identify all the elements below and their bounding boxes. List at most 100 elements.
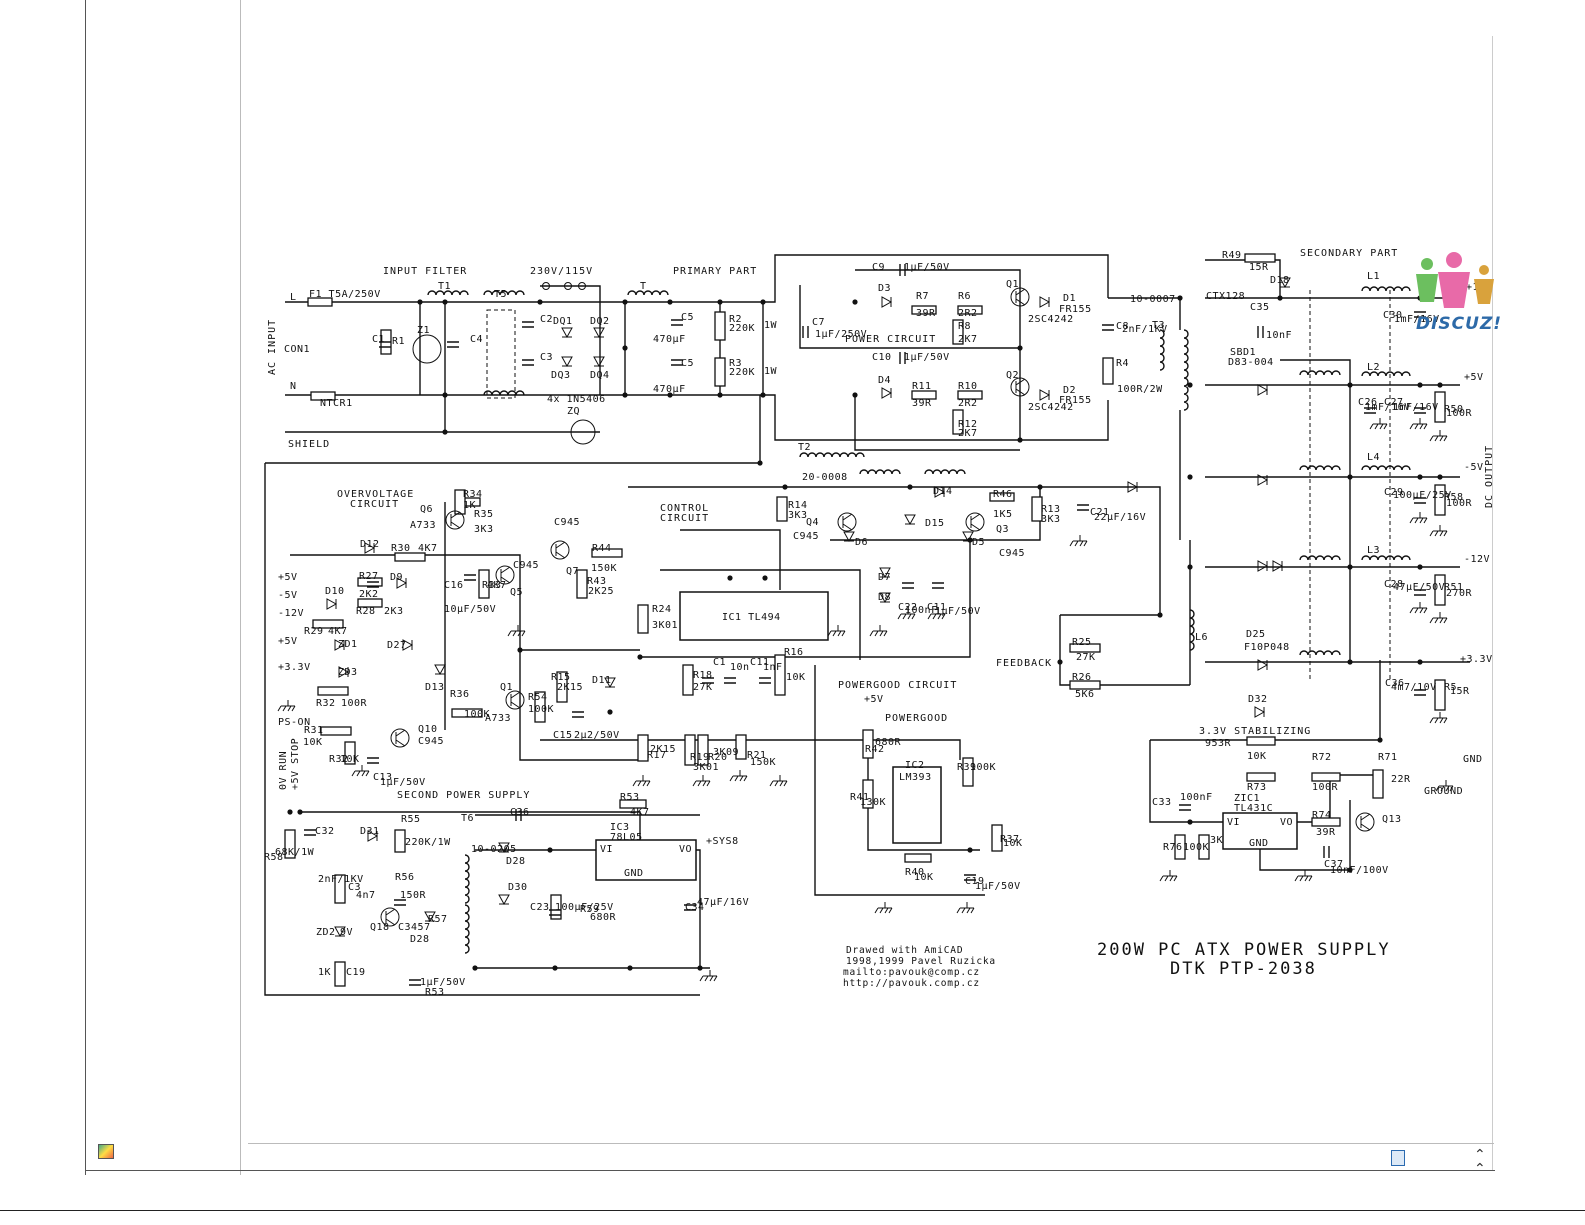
component-label: Q7 bbox=[566, 566, 579, 577]
ntc-thermistor bbox=[310, 391, 336, 401]
diode bbox=[338, 666, 350, 678]
resistor bbox=[534, 691, 546, 723]
component-label: SBD1 bbox=[1230, 347, 1256, 358]
ground-symbol bbox=[769, 775, 788, 787]
component-label: D15 bbox=[925, 518, 945, 529]
component-label: 150R bbox=[400, 890, 427, 901]
component-label: 220K/1W bbox=[405, 837, 451, 848]
wire bbox=[285, 254, 1109, 303]
spark-gap-zq bbox=[570, 419, 596, 445]
resistor bbox=[591, 548, 623, 558]
resistor bbox=[862, 779, 874, 809]
component-label: R15 bbox=[551, 672, 571, 683]
component-label: C36 bbox=[510, 807, 530, 818]
watermark-figure-orange-body bbox=[1474, 279, 1494, 304]
transistor bbox=[1010, 377, 1030, 397]
ac-input-label: AC INPUT bbox=[267, 319, 278, 375]
component-label: C3 bbox=[540, 352, 553, 363]
component-label: 2SC4242 bbox=[1028, 402, 1074, 413]
component-label: C945 bbox=[418, 736, 444, 747]
component-label: ZD3 bbox=[338, 667, 358, 678]
rail-ps-on: PS-ON bbox=[278, 717, 311, 728]
component-label: R7 bbox=[916, 291, 929, 302]
component-label: 100K bbox=[970, 762, 996, 773]
component-label: 10nF/100V bbox=[1330, 865, 1389, 876]
component-label: 130K bbox=[860, 797, 886, 808]
component-label: C29 bbox=[1384, 487, 1404, 498]
diode bbox=[934, 486, 946, 498]
inductor bbox=[483, 390, 525, 396]
inductor bbox=[1183, 329, 1189, 411]
component-label: T2 bbox=[798, 442, 811, 453]
junction-dot bbox=[852, 299, 858, 305]
transistor-body bbox=[970, 513, 981, 531]
junction-dot bbox=[1417, 474, 1423, 480]
component-label: DQ2 bbox=[590, 316, 610, 327]
component-label: 1µF/50V bbox=[975, 881, 1021, 892]
component-label: C13 bbox=[373, 772, 393, 783]
junction-dot bbox=[442, 299, 448, 305]
component-label: 1µF/250V bbox=[815, 329, 867, 340]
component-label: 1mF/16V bbox=[1365, 402, 1411, 413]
output-minus12v: -12V bbox=[1464, 554, 1490, 565]
section-stabilizing: 3.3V STABILIZING bbox=[1199, 726, 1311, 737]
ground-symbol bbox=[1409, 602, 1428, 614]
resistor bbox=[714, 357, 726, 387]
watermark-figure-pink bbox=[1446, 252, 1462, 268]
ic3-vo: VO bbox=[679, 844, 692, 855]
resistor bbox=[454, 489, 466, 515]
component-label: 10K bbox=[1003, 838, 1023, 849]
ground-symbol bbox=[1409, 418, 1428, 430]
resistor bbox=[550, 894, 562, 920]
resistor bbox=[684, 734, 696, 766]
capacitor bbox=[702, 677, 714, 684]
powergood-signal: POWERGOOD bbox=[885, 713, 948, 724]
component-label: 1µF/50V bbox=[935, 606, 981, 617]
component-label: 680R bbox=[590, 912, 617, 923]
component-label: R5 bbox=[1444, 682, 1457, 693]
component-label: R14 bbox=[788, 500, 808, 511]
dc-output-label: DC OUTPUT bbox=[1484, 445, 1495, 508]
ic2-block bbox=[892, 766, 942, 844]
transistor-body bbox=[842, 513, 853, 531]
diode bbox=[593, 356, 605, 368]
section-overvoltage-1: OVERVOLTAGE bbox=[337, 489, 414, 500]
component-label: C37 bbox=[1324, 859, 1344, 870]
resistor bbox=[776, 496, 788, 522]
component-label: R34 bbox=[463, 489, 483, 500]
inductor bbox=[464, 904, 470, 954]
component-label: 4K7 bbox=[328, 626, 348, 637]
edit-icon[interactable] bbox=[1391, 1150, 1405, 1166]
component-label: R32 bbox=[316, 698, 336, 709]
component-label: L1 bbox=[1367, 271, 1380, 282]
component-label: 2nF/1KV bbox=[318, 874, 364, 885]
rail-plus5v-b: +5V bbox=[278, 636, 298, 647]
component-label: T bbox=[640, 281, 647, 292]
capacitor bbox=[464, 574, 476, 581]
capacitor bbox=[379, 341, 391, 348]
transistor bbox=[495, 565, 515, 585]
junction-dot bbox=[852, 392, 858, 398]
component-label: 4n7 bbox=[356, 890, 376, 901]
shield-label: SHIELD bbox=[288, 439, 330, 450]
image-icon[interactable] bbox=[98, 1144, 114, 1159]
component-label: F10P048 bbox=[1244, 642, 1290, 653]
diode bbox=[604, 677, 616, 689]
component-label: C30 bbox=[1383, 310, 1403, 321]
resistor bbox=[774, 654, 786, 696]
ground-symbol bbox=[1435, 780, 1454, 792]
inductor bbox=[1361, 555, 1411, 561]
component-label: Q10 bbox=[418, 724, 438, 735]
transistor-body bbox=[1360, 813, 1371, 831]
resistor bbox=[1246, 736, 1276, 746]
resistor bbox=[1198, 834, 1210, 860]
diode bbox=[1272, 560, 1284, 572]
resistor bbox=[957, 305, 983, 315]
component-label: 100nF bbox=[1180, 792, 1213, 803]
section-second-power-supply: SECOND POWER SUPPLY bbox=[397, 790, 530, 801]
component-label: 10n bbox=[730, 662, 750, 673]
component-label: 39R bbox=[912, 398, 932, 409]
component-label: C35 bbox=[1250, 302, 1270, 313]
scroll-top-icon[interactable]: ⌃⌃ bbox=[1474, 1147, 1486, 1177]
resistor bbox=[952, 319, 964, 345]
